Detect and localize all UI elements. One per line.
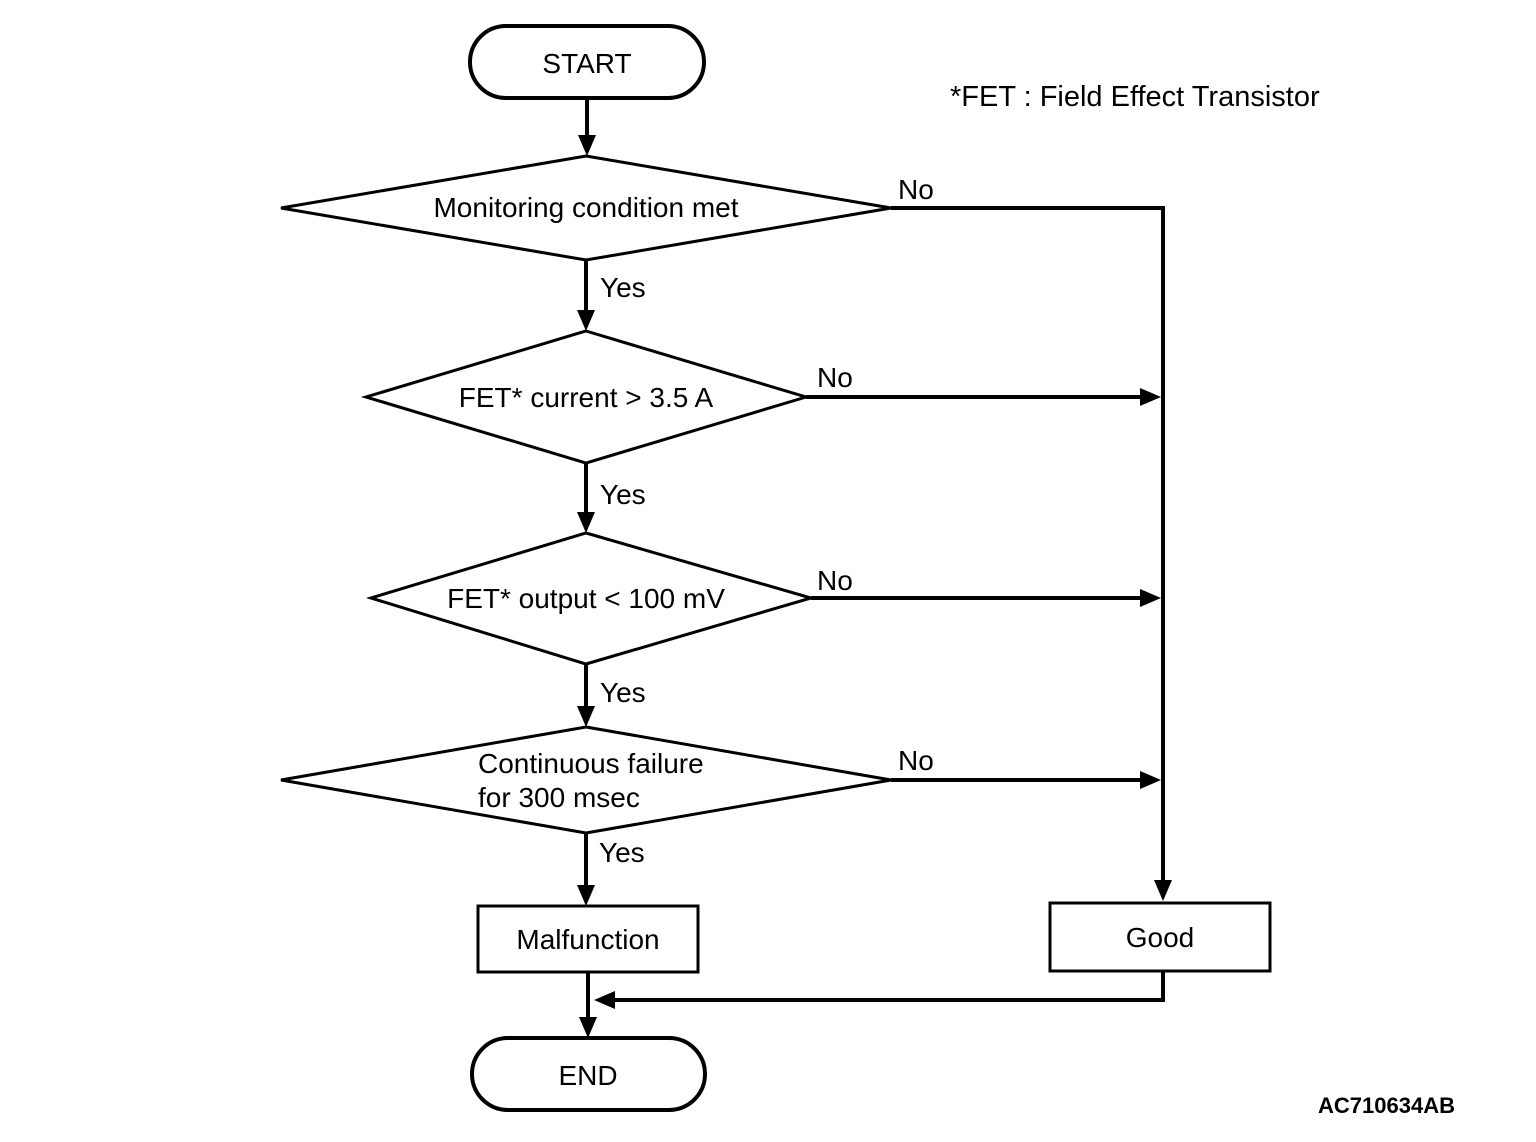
decision-continuous-failure [280, 725, 892, 835]
malfunction-label: Malfunction [516, 924, 659, 955]
branch-label-no-4: No [898, 745, 934, 776]
start-node [468, 24, 706, 100]
arrow-right-icon [1140, 589, 1161, 607]
arrow-right-icon [1140, 771, 1161, 789]
branch-label-yes-1: Yes [600, 272, 646, 303]
decision-continuous-failure-label-line2: for 300 msec [478, 782, 640, 813]
decision-monitoring-condition-label: Monitoring condition met [433, 192, 738, 223]
decision-monitoring-condition [280, 154, 892, 262]
connector-decision1-no-trunk [891, 206, 1165, 897]
end-label: END [558, 1060, 617, 1091]
good-node [1048, 901, 1272, 973]
decision-continuous-failure-label-line1: Continuous failure [478, 748, 704, 779]
arrow-down-icon [577, 885, 595, 906]
fet-abbreviation-note: *FET : Field Effect Transistor [950, 81, 1320, 113]
arrow-down-icon [578, 135, 596, 156]
end-node [470, 1036, 707, 1112]
good-label: Good [1126, 922, 1195, 953]
decision-fet-current [360, 329, 812, 465]
arrow-down-icon [577, 706, 595, 727]
branch-label-no-2: No [817, 362, 853, 393]
arrow-down-icon [577, 310, 595, 331]
arrow-down-icon [579, 1017, 597, 1038]
branch-label-no-3: No [817, 565, 853, 596]
branch-label-yes-2: Yes [600, 479, 646, 510]
decision-fet-current-label: FET* current > 3.5 A [459, 382, 714, 413]
arrow-down-icon [577, 512, 595, 533]
branch-label-yes-3: Yes [600, 677, 646, 708]
start-label: START [542, 48, 631, 79]
figure-code: AC710634AB [1318, 1093, 1455, 1118]
decision-fet-output-label: FET* output < 100 mV [447, 583, 725, 614]
arrow-down-icon [1154, 880, 1172, 901]
decision-fet-output [365, 531, 817, 666]
arrow-right-icon [1140, 388, 1161, 406]
branch-label-no-1: No [898, 174, 934, 205]
malfunction-node [476, 904, 700, 974]
arrow-left-icon [594, 991, 615, 1009]
connector-good-to-join [614, 971, 1165, 1002]
branch-label-yes-4: Yes [599, 837, 645, 868]
